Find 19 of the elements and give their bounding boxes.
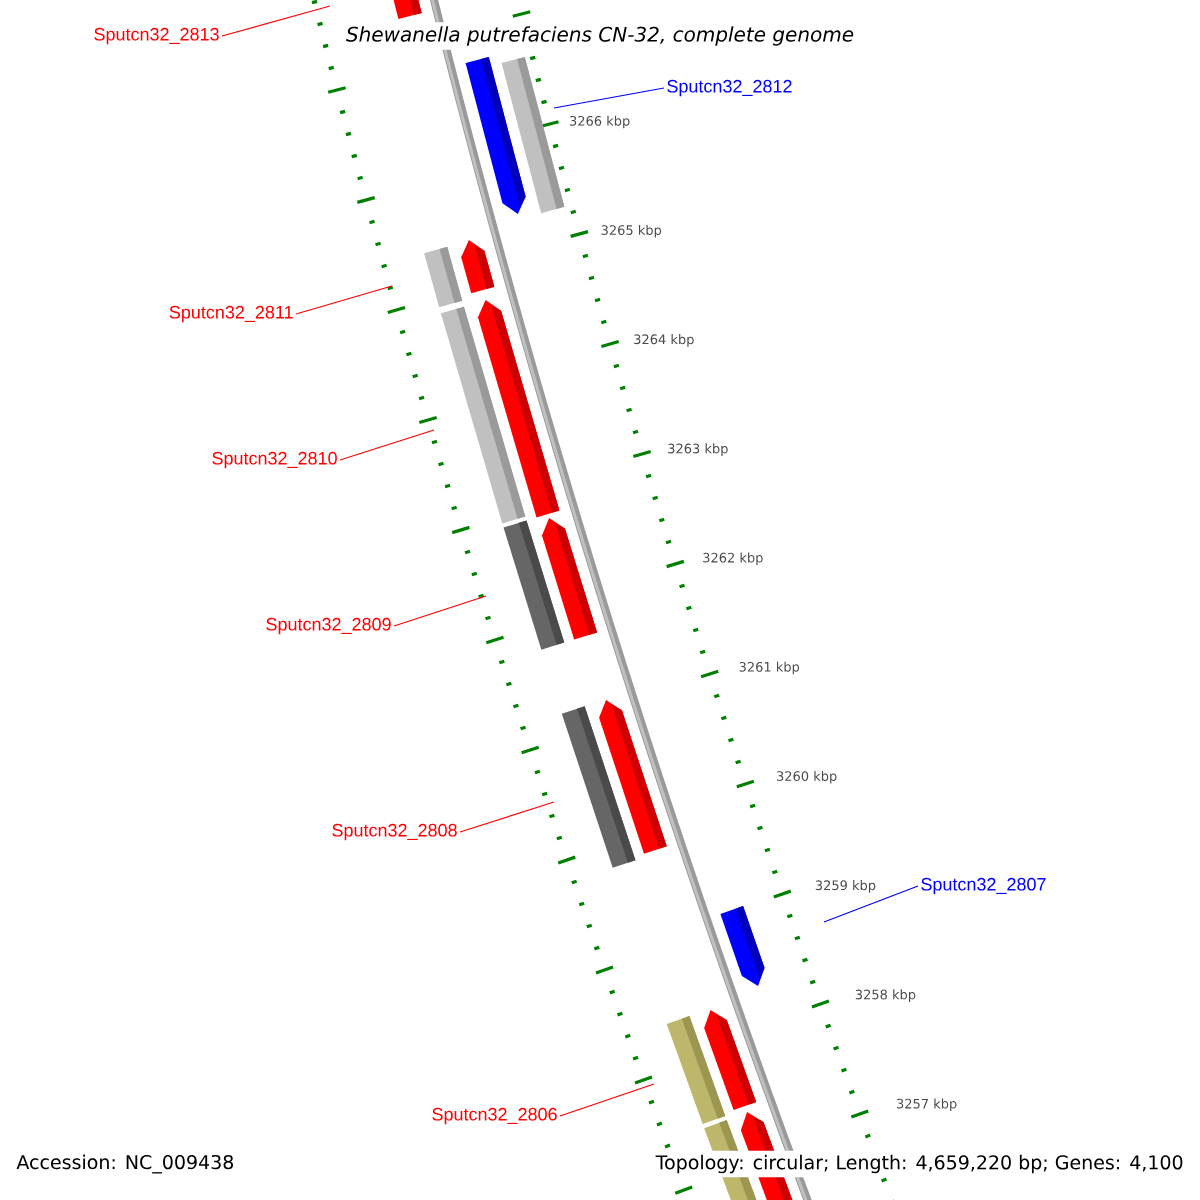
gene-label: Sputcn32_2809 [266, 617, 391, 635]
gene-label: Sputcn32_2812 [667, 79, 792, 97]
genome-info-label: Topology: circular; Length: 4,659,220 bp; Genes: 4,100 [651, 1150, 1188, 1178]
leader-line [393, 595, 487, 627]
gene-label: Sputcn32_2811 [169, 305, 293, 323]
leader-line [295, 285, 393, 315]
gene-label: Sputcn32_2808 [332, 823, 457, 841]
title: Shewanella putrefaciens CN-32, complete genome [341, 22, 859, 50]
leader-line [339, 429, 435, 461]
leader-line [553, 87, 665, 109]
gene-label: Sputcn32_2807 [921, 877, 1046, 895]
leader-line [221, 5, 331, 37]
accession-label: Accession: NC_009438 [12, 1150, 239, 1178]
leader-line [459, 801, 555, 833]
gene-label: Sputcn32_2813 [94, 27, 219, 45]
leader-line [559, 1083, 655, 1117]
gene-label: Sputcn32_2810 [212, 451, 337, 469]
gene-label: Sputcn32_2806 [432, 1107, 557, 1125]
leader-line [823, 885, 919, 923]
